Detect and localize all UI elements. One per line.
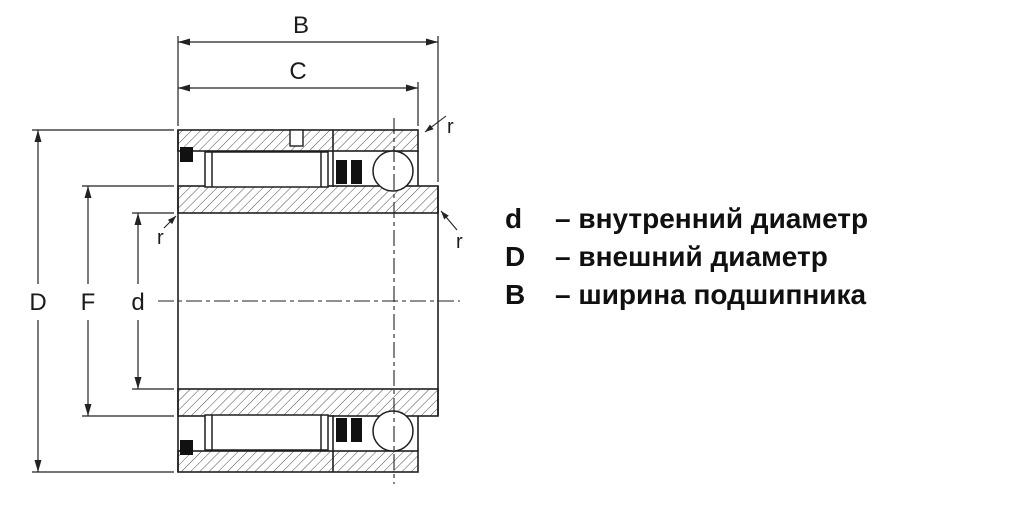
lubrication-hole [289, 129, 304, 147]
needle-roller-bottom [204, 414, 329, 451]
dimension-label-C: C [289, 58, 306, 85]
legend-description-d: – внутренний диаметр [555, 203, 869, 234]
dimension-label-B: B [293, 12, 309, 39]
dimension-label-F: F [81, 289, 96, 316]
leader-line [440, 210, 458, 231]
radius-label-right: r [456, 231, 463, 253]
center-lines [158, 118, 460, 484]
legend-symbol-D: D [505, 241, 526, 272]
outer-ring-bottom-section [177, 450, 419, 473]
rolling-elements [204, 150, 414, 452]
cage-block-bottom [351, 418, 362, 442]
legend-item-D: D – внешний диаметр [505, 238, 868, 276]
legend: d – внутренний диаметр D – внешний диаме… [505, 200, 868, 314]
legend-description-D: – внешний диаметр [555, 241, 828, 272]
radius-callouts [163, 115, 458, 231]
cage-block-top [351, 160, 362, 184]
leader-line [424, 115, 447, 133]
legend-symbol-d: d [505, 203, 523, 234]
needle-roller-top [204, 151, 329, 188]
radius-label-top: r [447, 116, 454, 138]
dimension-label-d: d [131, 289, 144, 316]
seal-top-left [180, 147, 193, 162]
legend-symbol-B: B [505, 279, 526, 310]
dimension-D [32, 129, 174, 473]
legend-description-B: – ширина подшипника [555, 279, 867, 310]
radius-label-left: r [157, 227, 164, 249]
leader-line [163, 215, 177, 229]
dimension-B [177, 36, 439, 182]
legend-item-B: B – ширина подшипника [505, 276, 868, 314]
dimension-C [178, 82, 419, 126]
cage-block-top [336, 160, 347, 184]
cage-block-bottom [336, 418, 347, 442]
ball-bottom [372, 410, 414, 452]
seals-and-cage [180, 147, 362, 455]
dimension-label-D: D [29, 289, 46, 316]
dimension-d [132, 212, 174, 390]
legend-item-d: d – внутренний диаметр [505, 200, 868, 238]
dimension-F [82, 185, 174, 417]
seal-bottom-left [180, 440, 193, 455]
ball-top [372, 150, 414, 192]
